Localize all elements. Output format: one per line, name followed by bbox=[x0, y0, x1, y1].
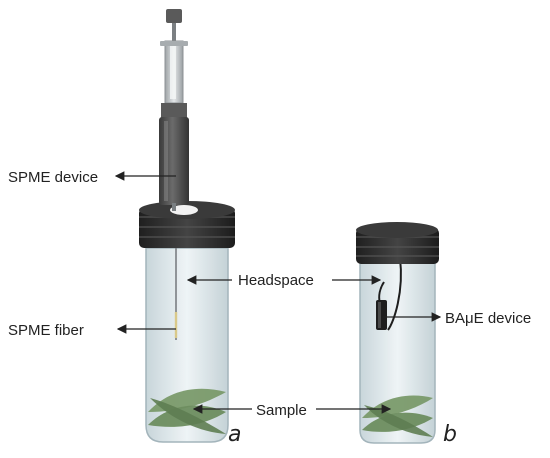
vial-a bbox=[139, 201, 235, 443]
spme-holder-barrel bbox=[159, 117, 189, 205]
vial-b-sample bbox=[362, 395, 433, 437]
bamue-wire bbox=[387, 257, 402, 331]
spme-syringe bbox=[159, 9, 189, 211]
panel-letter-a: a bbox=[228, 422, 241, 447]
septum-opening bbox=[170, 205, 198, 215]
label-bamue-device: BAμE device bbox=[445, 310, 531, 327]
panel-letter-b: b bbox=[443, 422, 457, 447]
vial-b-cap-top bbox=[356, 222, 438, 238]
annotation-arrows bbox=[114, 171, 442, 414]
label-sample: Sample bbox=[256, 402, 307, 419]
spme-holder-body bbox=[161, 103, 187, 119]
bamue-device bbox=[376, 300, 387, 330]
label-spme-fiber: SPME fiber bbox=[8, 322, 84, 339]
vial-b bbox=[356, 222, 439, 444]
label-spme-device: SPME device bbox=[8, 169, 98, 186]
plunger-knob bbox=[166, 9, 182, 23]
vial-a-sample bbox=[148, 388, 226, 434]
label-headspace: Headspace bbox=[238, 272, 314, 289]
